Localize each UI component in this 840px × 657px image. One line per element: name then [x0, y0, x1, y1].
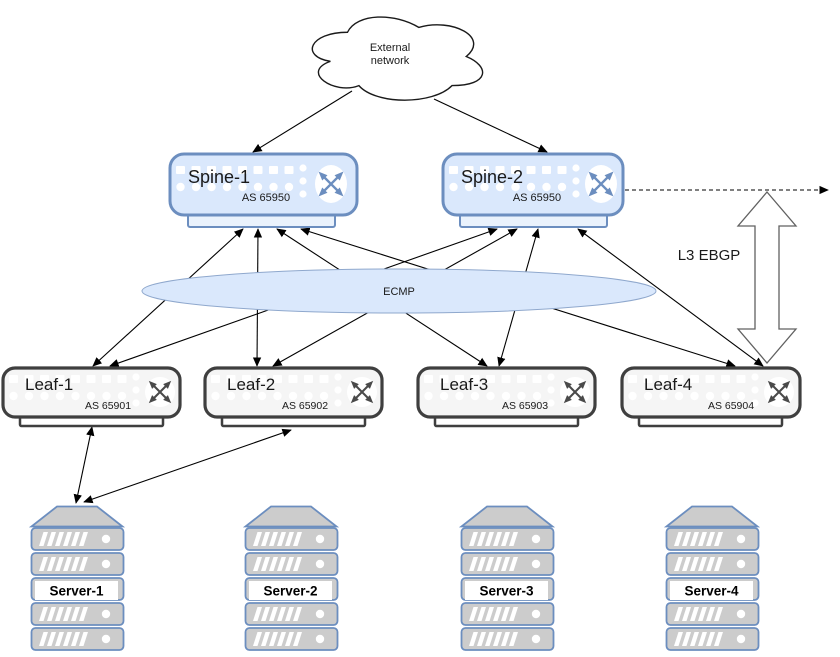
server-label-backing	[670, 581, 753, 600]
server-3-name: Server-3	[479, 584, 534, 599]
server-1-name: Server-1	[49, 584, 104, 599]
server-label-backing	[465, 581, 548, 600]
spine-2-node: Spine-2 AS 65950	[441, 152, 625, 228]
leaf-2-name: Leaf-2	[227, 375, 275, 394]
spine-1-name: Spine-1	[188, 167, 250, 187]
server-1-node: Server-1	[32, 507, 124, 651]
server-4-node: Server-4	[667, 507, 759, 651]
server-2-node: Server-2	[246, 507, 338, 651]
leaf-4-asn: AS 65904	[708, 400, 754, 412]
cloud-label-line1: External	[370, 42, 410, 54]
leaf-1-name: Leaf-1	[25, 375, 73, 394]
l3-ebgp-label: L3 EBGP	[678, 247, 741, 264]
l3-ebgp-double-arrow	[736, 190, 798, 365]
server-rack-icon	[462, 507, 554, 651]
ecmp-ellipse: ECMP	[141, 268, 657, 314]
link-cloud-spine1	[252, 90, 353, 153]
server-label-backing	[249, 581, 332, 600]
cloud-icon	[311, 16, 484, 101]
leaf-2-asn: AS 65902	[282, 400, 328, 412]
link-spine2-leaf4	[577, 228, 764, 367]
spine-1-node: Spine-1 AS 65950	[168, 152, 359, 228]
leaf-1-asn: AS 65901	[85, 400, 131, 412]
server-rack-icon	[32, 507, 124, 651]
server-3-node: Server-3	[462, 507, 554, 651]
server-label-backing	[35, 581, 118, 600]
external-network-cloud: External network	[311, 16, 484, 101]
server-rack-icon	[667, 507, 759, 651]
server-2-name: Server-2	[263, 584, 317, 599]
spine-1-asn: AS 65950	[242, 192, 290, 204]
spine-2-name: Spine-2	[461, 167, 523, 187]
spine-2-asn: AS 65950	[513, 192, 561, 204]
cloud-label-line2: network	[371, 55, 410, 67]
leaf-3-name: Leaf-3	[440, 375, 488, 394]
server-rack-icon	[246, 507, 338, 651]
leaf-1-node: Leaf-1 AS 65901	[1, 366, 182, 428]
leaf-3-node: Leaf-3 AS 65903	[416, 366, 597, 428]
link-server1-leaf1	[73, 426, 95, 504]
leaf-4-node: Leaf-4 AS 65904	[620, 366, 802, 428]
link-server1-leaf2	[83, 428, 292, 504]
link-cloud-spine2	[433, 98, 548, 153]
ecmp-label: ECMP	[383, 286, 415, 298]
leaf-3-asn: AS 65903	[502, 400, 548, 412]
leaf-4-name: Leaf-4	[644, 375, 692, 394]
server-4-name: Server-4	[684, 584, 739, 599]
leaf-2-node: Leaf-2 AS 65902	[203, 366, 384, 428]
